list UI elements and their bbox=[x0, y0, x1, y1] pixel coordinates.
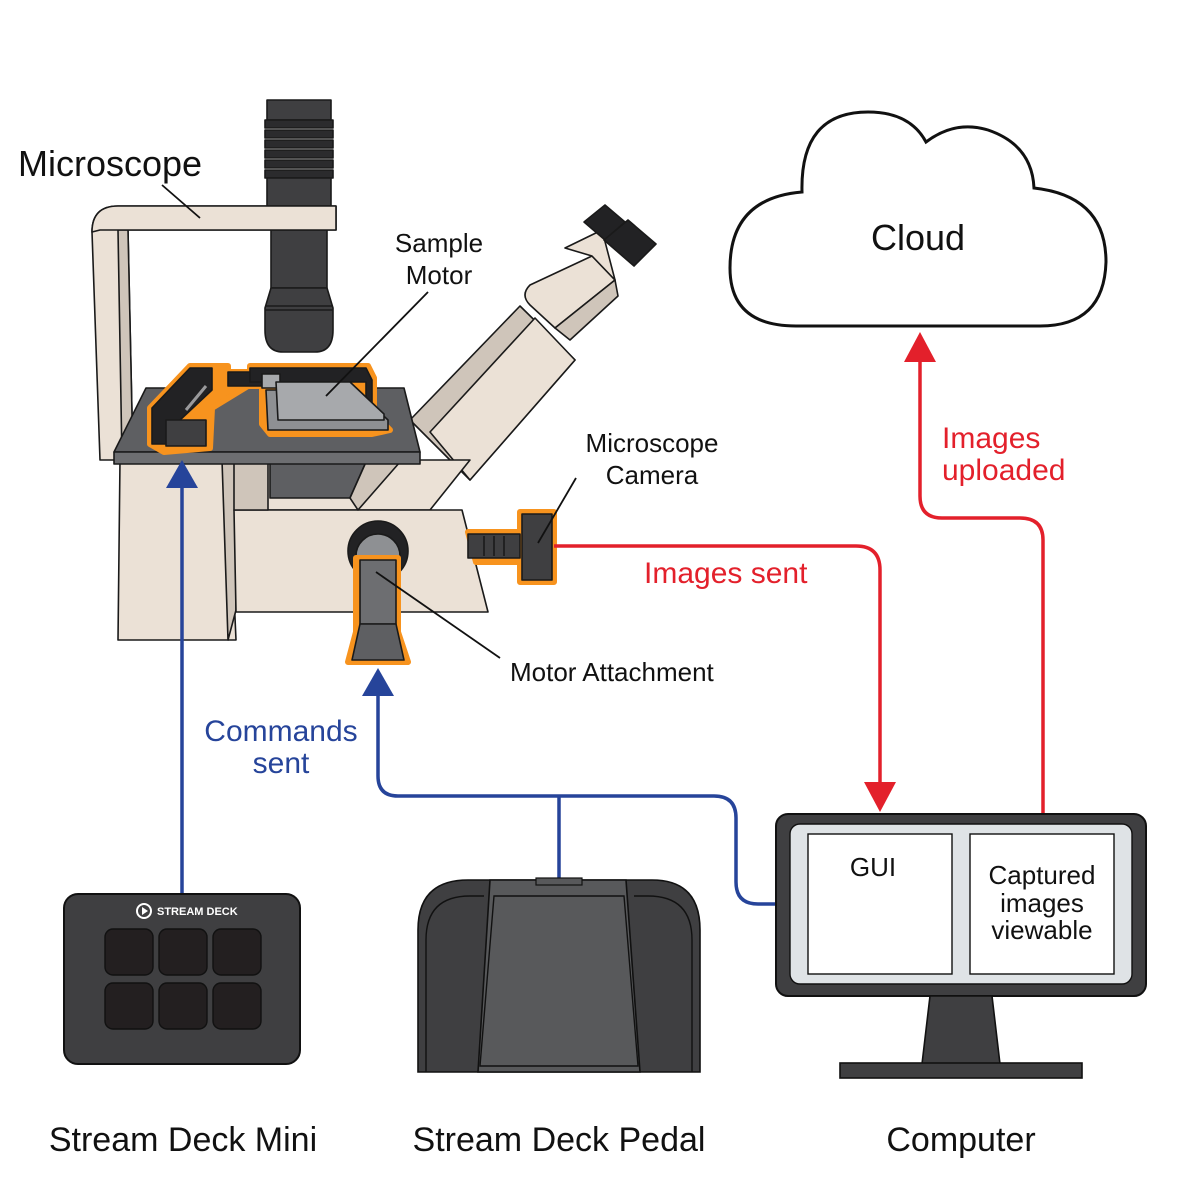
commands-to-attachment-arrowhead bbox=[362, 668, 394, 696]
motor-attachment bbox=[345, 520, 411, 665]
sample-motor-leader bbox=[325, 291, 429, 397]
camera-label: Microscope bbox=[586, 428, 719, 458]
camera-label-line2: Camera bbox=[606, 460, 699, 490]
microscope-label: Microscope bbox=[18, 143, 202, 184]
sample-motor bbox=[147, 363, 393, 455]
images-uploaded-label: Images bbox=[942, 422, 1040, 455]
stream-deck-key bbox=[158, 982, 208, 1030]
captured-label-line3: viewable bbox=[991, 915, 1092, 945]
stream-deck-key bbox=[104, 928, 154, 976]
motor-attachment-label: Motor Attachment bbox=[510, 657, 715, 687]
images-sent-label: Images sent bbox=[644, 557, 808, 590]
captured-label: Captured bbox=[989, 860, 1096, 890]
computer bbox=[775, 813, 1147, 1079]
images-uploaded-label-line2: uploaded bbox=[942, 454, 1065, 487]
microscope-camera bbox=[465, 509, 557, 585]
images-uploaded-arrowhead bbox=[904, 332, 936, 362]
camera-leader bbox=[537, 477, 577, 544]
motor-attachment-leader bbox=[375, 571, 501, 659]
cloud bbox=[728, 110, 1108, 328]
stream-deck-key bbox=[212, 928, 262, 976]
monitor-base bbox=[839, 1062, 1083, 1079]
commands-to-attachment-arrow bbox=[376, 692, 778, 906]
stream-deck-key bbox=[212, 982, 262, 1030]
captured-label-line2: images bbox=[1000, 888, 1084, 918]
sample-motor-label-line2: Motor bbox=[406, 260, 473, 290]
gui-label: GUI bbox=[850, 852, 896, 882]
stream-deck-mini-label: Stream Deck Mini bbox=[49, 1121, 317, 1159]
stream-deck-pedal bbox=[417, 877, 701, 1073]
microscope-arm bbox=[91, 205, 337, 233]
microscope bbox=[91, 99, 657, 665]
images-sent-arrowhead bbox=[864, 782, 896, 812]
stream-deck-brand: STREAM DECK bbox=[157, 906, 238, 918]
eyepiece bbox=[409, 204, 657, 481]
gui-panel bbox=[807, 833, 953, 975]
sample-motor-label: Sample bbox=[395, 228, 483, 258]
commands-sent-label: Commands bbox=[204, 715, 357, 748]
commands-sent-label-line2: sent bbox=[253, 747, 310, 780]
stream-deck-key bbox=[158, 928, 208, 976]
images-uploaded-arrow bbox=[918, 354, 1045, 814]
stream-deck-key bbox=[104, 982, 154, 1030]
images-sent-arrow bbox=[554, 544, 882, 790]
stream-deck-pedal-label: Stream Deck Pedal bbox=[413, 1121, 706, 1159]
monitor-stand bbox=[921, 995, 1001, 1065]
cloud-label: Cloud bbox=[871, 217, 965, 258]
captured-images-panel bbox=[969, 833, 1115, 975]
stream-deck-logo-icon bbox=[136, 903, 152, 919]
condenser bbox=[264, 99, 334, 353]
microscope-leader bbox=[161, 184, 201, 219]
stream-deck-mini: STREAM DECK bbox=[63, 893, 301, 1065]
pedal-footplate bbox=[477, 879, 641, 1073]
stream-deck-body bbox=[63, 893, 301, 1065]
cloud-shape bbox=[728, 110, 1108, 328]
commands-to-stage-arrowhead bbox=[166, 460, 198, 488]
computer-label: Computer bbox=[886, 1121, 1035, 1159]
